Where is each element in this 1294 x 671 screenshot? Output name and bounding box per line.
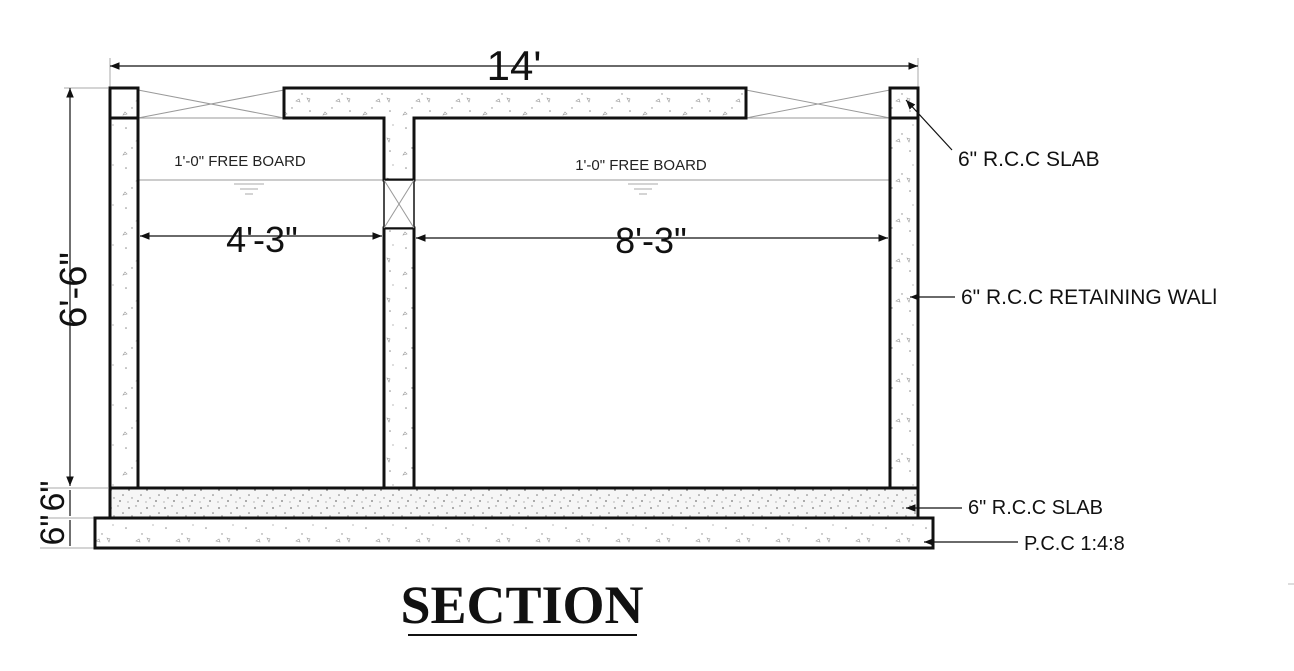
left-retaining-wall <box>108 116 140 490</box>
pcc-thickness-label: 6" <box>34 515 72 546</box>
top-slab-leader <box>905 99 953 151</box>
pcc-base <box>93 516 935 550</box>
top-slab-label: 6" R.C.C SLAB <box>958 148 1100 171</box>
middle-partition-wall <box>382 226 416 490</box>
base-thickness-label: 6" <box>34 481 72 512</box>
section-title: SECTION <box>400 575 643 635</box>
right-retaining-wall <box>888 116 920 490</box>
bottom-slab-label: 6" R.C.C SLAB <box>968 497 1103 519</box>
pcc-label: P.C.C 1:4:8 <box>1024 533 1125 555</box>
retaining-wall-label: 6" R.C.C RETAINING WALl <box>961 286 1217 309</box>
left-freeboard-label: 1'-0" FREE BOARD <box>174 153 306 170</box>
opening-cross-left <box>137 89 285 119</box>
water-level-symbol-right <box>628 183 658 195</box>
overall-height-label: 6'-6" <box>53 252 95 328</box>
right-wall-cap <box>888 86 920 120</box>
left-wall-cap <box>108 86 140 120</box>
water-level-symbol-left <box>234 183 264 195</box>
overall-width-label: 14' <box>487 42 542 89</box>
right-freeboard-label: 1'-0" FREE BOARD <box>575 157 707 174</box>
opening-cross-right <box>745 89 891 119</box>
left-chamber-width-label: 4'-3" <box>226 219 298 260</box>
right-chamber-width-label: 8'-3" <box>615 220 687 261</box>
partition-opening <box>383 179 415 229</box>
bottom-rcc-slab <box>108 486 920 520</box>
